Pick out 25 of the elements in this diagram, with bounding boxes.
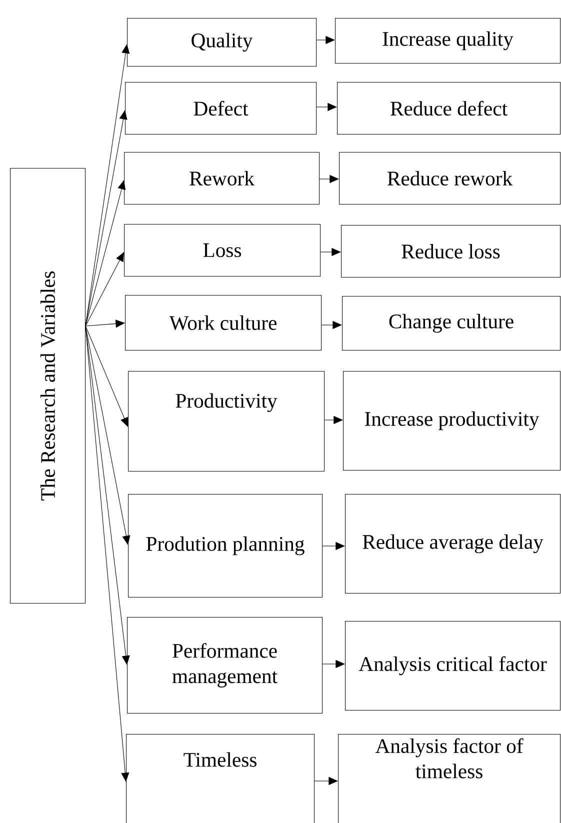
research-box: The Research and Variables bbox=[10, 168, 86, 604]
variable-box: Timeless bbox=[126, 734, 315, 823]
outcome-box: Increase productivity bbox=[343, 371, 561, 471]
outcome-box: Reduce average delay bbox=[345, 494, 561, 594]
arrow bbox=[85, 326, 128, 427]
arrow bbox=[85, 326, 130, 545]
variable-box: Loss bbox=[124, 224, 321, 277]
variable-box: Rework bbox=[124, 152, 320, 205]
variable-box: Prodution planning bbox=[128, 494, 323, 598]
variable-box: Performance management bbox=[127, 617, 323, 714]
variable-box: Productivity bbox=[128, 371, 325, 472]
arrow bbox=[85, 326, 130, 782]
arrow bbox=[85, 110, 128, 326]
variable-box: Work culture bbox=[125, 295, 322, 351]
outcome-box: Reduce defect bbox=[337, 82, 561, 135]
outcome-box: Analysis critical factor bbox=[345, 621, 561, 711]
variable-box: Defect bbox=[125, 82, 317, 135]
outcome-box: Analysis factor of timeless bbox=[338, 734, 561, 823]
arrow bbox=[85, 252, 124, 326]
outcome-box: Reduce loss bbox=[341, 225, 561, 278]
arrow bbox=[85, 320, 125, 328]
outcome-box: Change culture bbox=[342, 296, 561, 351]
outcome-box: Reduce rework bbox=[339, 152, 561, 205]
outcome-box: Increase quality bbox=[335, 18, 561, 64]
variable-box: Quality bbox=[127, 18, 317, 67]
